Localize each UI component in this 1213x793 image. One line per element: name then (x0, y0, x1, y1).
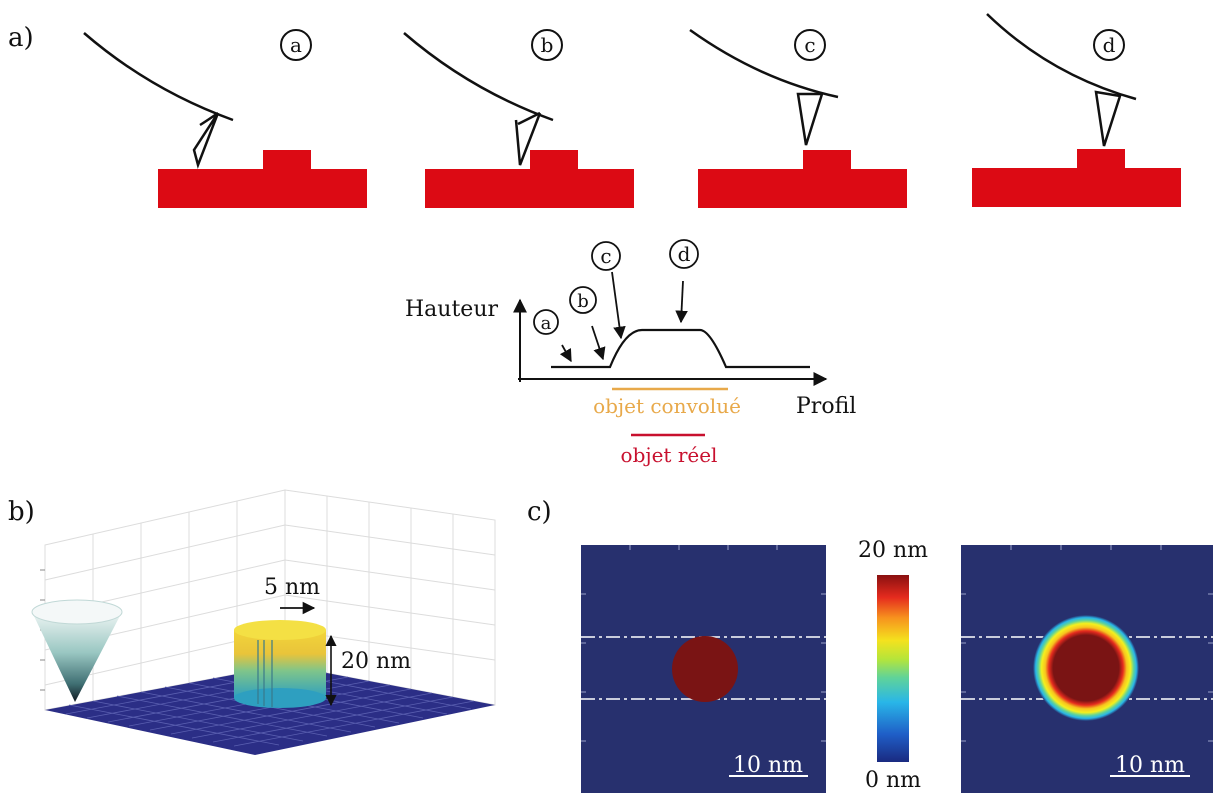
object (530, 150, 578, 170)
step-marker-label: a (290, 33, 302, 57)
profile-curve (551, 328, 810, 369)
cylinder-bottom (234, 688, 326, 708)
step-marker-label: c (600, 244, 611, 268)
3d-plot: 5 nm 20 nm (31, 489, 496, 755)
step-marker (531, 29, 563, 61)
scalebar-label: 10 nm (733, 753, 803, 778)
cantilever (689, 28, 839, 99)
arrow-b (591, 325, 606, 361)
real-object-label: objet réel (621, 443, 718, 467)
panel-c-label: c) (527, 497, 552, 527)
substrate (698, 169, 907, 208)
scalebar-label: 10 nm (1115, 753, 1185, 778)
step-marker (794, 29, 826, 61)
colorbar-gradient (877, 575, 909, 762)
afm-tip (796, 92, 824, 146)
convolved-object-label: objet convolué (593, 394, 741, 418)
object (803, 150, 851, 170)
step-d-illustration: d (972, 13, 1181, 207)
colorbar: 20 nm 0 nm (858, 538, 928, 793)
x-axis-label: Profil (796, 394, 856, 419)
panel-a-label: a) (8, 23, 34, 53)
step-marker-label: b (541, 33, 554, 57)
y-axis-label: Hauteur (405, 297, 499, 322)
cylinder-object (234, 630, 326, 698)
colorbar-min-label: 0 nm (865, 768, 921, 793)
cantilever (83, 32, 234, 122)
step-marker (591, 241, 621, 271)
substrate (158, 169, 367, 208)
height-label: 20 nm (341, 649, 411, 674)
step-marker (569, 286, 597, 314)
height-profile-diagram: Hauteur Profil a b c d objet convolué ob… (405, 239, 856, 467)
afm-tip (192, 111, 220, 170)
afm-tip (1094, 90, 1122, 147)
substrate (425, 169, 634, 208)
width-label: 5 nm (264, 575, 320, 600)
arrow-a (559, 344, 572, 363)
object (1077, 149, 1125, 169)
convolved-object-disc (1033, 615, 1139, 721)
colorbar-max-label: 20 nm (858, 538, 928, 563)
cantilever (403, 32, 554, 122)
real-object-disc (672, 636, 738, 702)
arrow-c (611, 271, 626, 340)
step-marker-label: c (804, 33, 815, 57)
tip-cone (32, 612, 122, 702)
step-marker (1093, 29, 1125, 61)
panel-b-label: b) (8, 497, 35, 527)
step-marker (280, 29, 312, 61)
substrate (972, 168, 1181, 207)
step-marker-label: b (577, 291, 589, 312)
step-c-illustration: c (689, 28, 907, 208)
tip-cone-top (31, 599, 123, 625)
step-marker-label: d (1103, 33, 1116, 57)
step-marker-label: a (541, 313, 552, 334)
base-plane (45, 665, 495, 755)
step-marker (669, 239, 699, 269)
object (263, 150, 311, 170)
afm-tip (514, 111, 542, 166)
step-a-illustration: a (83, 29, 367, 208)
step-marker-label: d (678, 242, 691, 266)
step-marker (533, 309, 559, 335)
cylinder-top (234, 620, 326, 640)
real-object-map: 10 nm (581, 545, 826, 793)
convolved-object-map: 10 nm (961, 545, 1213, 793)
cantilever (986, 13, 1137, 101)
step-b-illustration: b (403, 29, 634, 208)
arrow-d (675, 280, 688, 324)
